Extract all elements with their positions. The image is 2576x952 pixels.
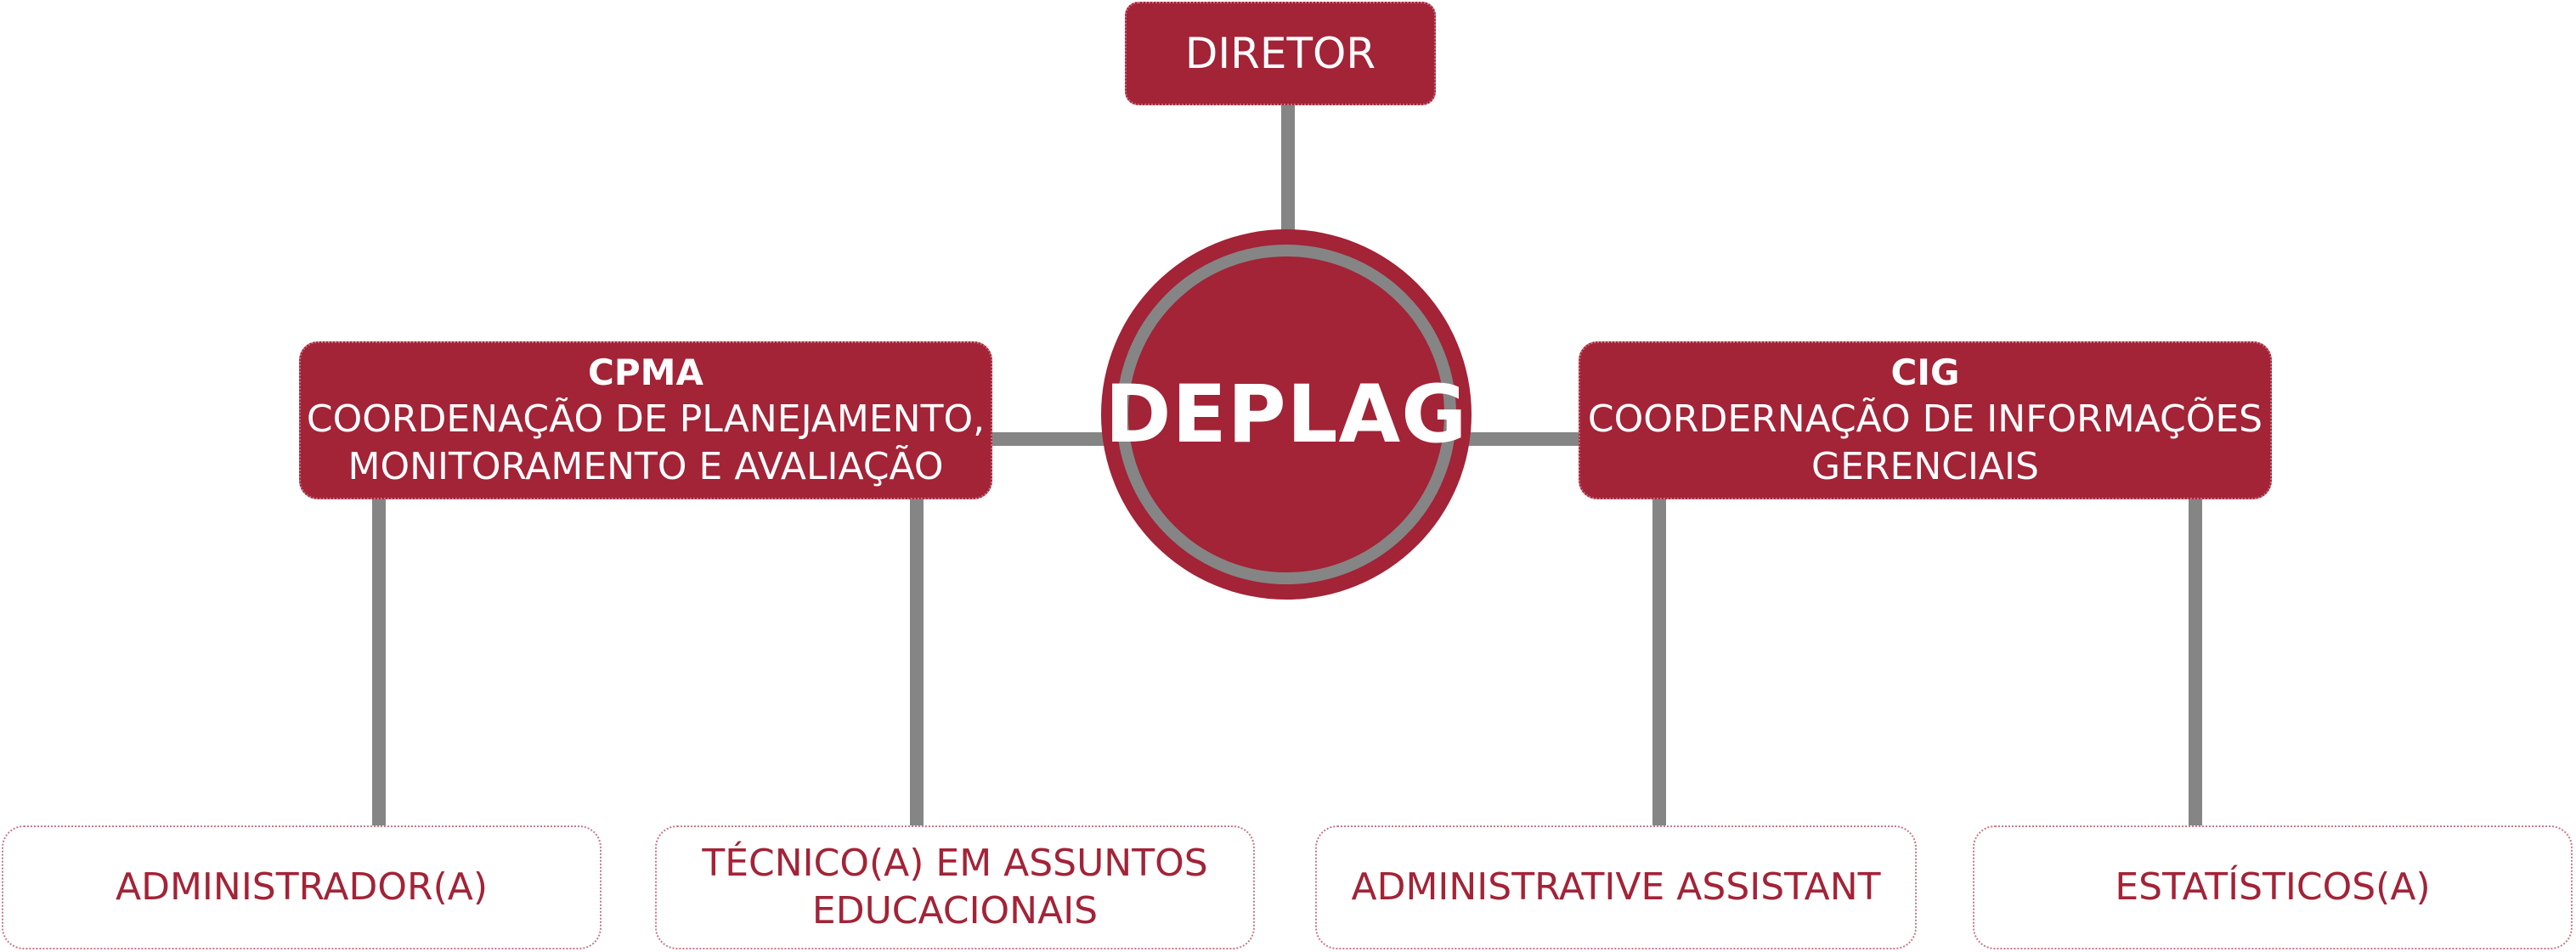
role-administrador-box: ADMINISTRADOR(A) — [2, 825, 602, 949]
role-tecnico-line-1: TÉCNICO(A) EM ASSUNTOS — [702, 842, 1208, 885]
director-label: DIRETOR — [1184, 29, 1376, 78]
cig-line-1: COORDERNAÇÃO DE INFORMAÇÕES — [1587, 397, 2263, 441]
connector-cpma-hub — [989, 432, 1108, 446]
role-assistant-label: ADMINISTRATIVE ASSISTANT — [1351, 865, 1881, 909]
role-tecnico-box: TÉCNICO(A) EM ASSUNTOS EDUCACIONAIS — [655, 825, 1255, 949]
director-box: DIRETOR — [1125, 2, 1436, 105]
connector-cig-estatisticos — [2189, 498, 2202, 829]
role-assistant-box: ADMINISTRATIVE ASSISTANT — [1315, 825, 1917, 949]
connector-cpma-tecnico — [910, 498, 924, 829]
deplag-label: DEPLAG — [1104, 368, 1468, 461]
role-estatisticos-box: ESTATÍSTICOS(A) — [1973, 825, 2573, 949]
cpma-line-1: COORDENAÇÃO DE PLANEJAMENTO, — [306, 397, 986, 441]
cpma-line-2: MONITORAMENTO E AVALIAÇÃO — [347, 445, 944, 488]
cpma-box: CPMA COORDENAÇÃO DE PLANEJAMENTO, MONITO… — [299, 341, 992, 499]
deplag-hub: DEPLAG — [1101, 229, 1472, 600]
connector-hub-cig — [1466, 432, 1584, 446]
role-tecnico-line-2: EDUCACIONAIS — [811, 889, 1099, 932]
role-estatisticos-label: ESTATÍSTICOS(A) — [2115, 865, 2431, 909]
role-administrador-label: ADMINISTRADOR(A) — [115, 865, 489, 909]
cig-box: CIG COORDERNAÇÃO DE INFORMAÇÕES GERENCIA… — [1579, 341, 2272, 499]
cig-title: CIG — [1890, 352, 1960, 393]
cpma-title: CPMA — [588, 352, 703, 393]
connector-cig-assistant — [1652, 498, 1666, 829]
connector-cpma-administrador — [372, 498, 386, 829]
connector-director-hub — [1281, 102, 1295, 238]
cig-line-2: GERENCIAIS — [1811, 445, 2039, 488]
deplag-hub-ring: DEPLAG — [1105, 245, 1466, 584]
